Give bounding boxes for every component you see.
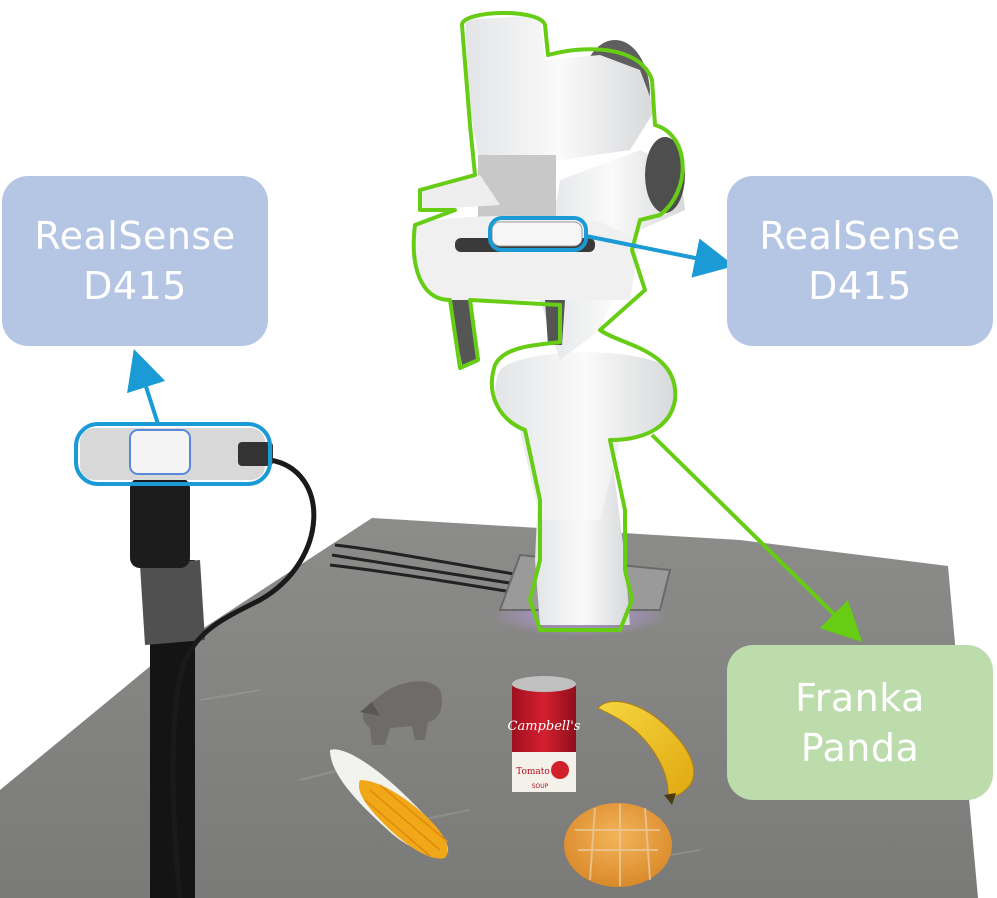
table-surface [0,518,978,898]
label-robot-line1: Franka [795,675,925,720]
robot-lower-link [495,352,676,520]
robot-cables [329,543,525,596]
robot-outline [411,11,685,632]
label-tripod-camera-line2: D415 [83,264,187,308]
label-robot-line2: Panda [800,725,920,770]
can-flavor-text: Tomato [516,767,550,777]
arrow-tripod-camera [127,348,166,425]
label-robot: Franka Panda [727,645,993,800]
label-tripod-camera: RealSense D415 [2,176,268,346]
label-wrist-camera: RealSense D415 [727,176,993,346]
robot-gripper-top [420,175,500,210]
can-brand-text: Campbell's [508,719,581,734]
tripod-camera-outline [74,422,272,486]
banana-tip [664,793,676,805]
banana-toy [597,701,695,799]
rhino-toy [360,681,442,745]
tripod-camera-cable [170,457,317,898]
can-bottom-text: SOUP [532,783,549,790]
bread-toy [564,803,672,887]
corn-toy [330,749,449,859]
label-tripod-camera-line1: RealSense [34,214,236,258]
wrist-camera-outline [488,216,588,252]
tripod-camera-connector [238,442,273,466]
arrow-wrist-camera [585,234,735,278]
arrow-robot [650,433,863,643]
wrist-camera-body [491,221,583,247]
robot-arm [413,15,685,625]
robot-flange [478,155,556,220]
label-wrist-camera-line1: RealSense [759,214,961,258]
robot-upper-link [465,15,655,165]
tripod-camera-lens-panel [129,429,191,475]
soup-can: Campbell's Tomato SOUP [508,676,581,792]
tripod-head [130,478,190,568]
robot-gripper-body [413,215,640,300]
label-wrist-camera-line2: D415 [808,264,912,308]
tripod-tape [140,560,205,645]
